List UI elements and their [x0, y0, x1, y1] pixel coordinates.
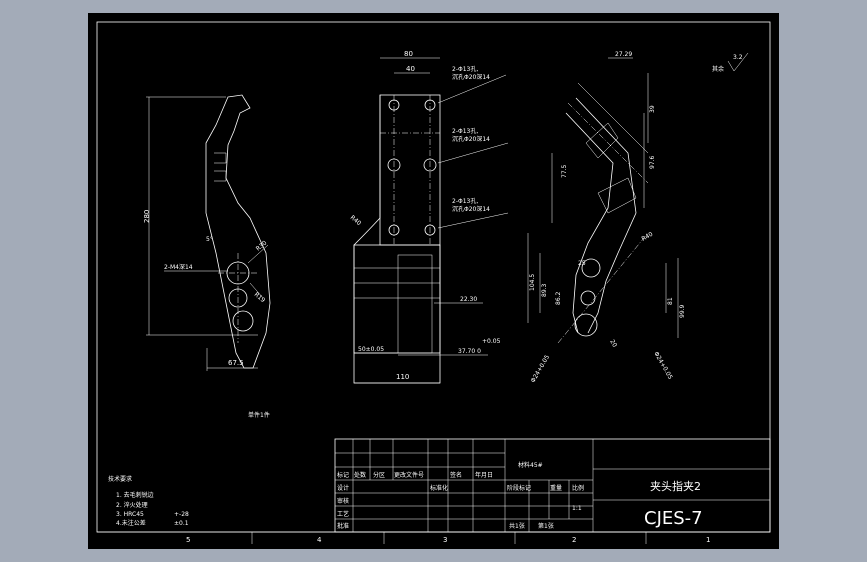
zone-markers: 5 4 3 2 1 [186, 532, 710, 544]
zone-4: 4 [317, 536, 322, 544]
surface-note: 其余 [712, 65, 724, 73]
dim-phi24-right: Φ24+0.05 [652, 351, 674, 381]
notes-heading: 技术要求 [108, 475, 132, 483]
hole-note-2a: 2-Φ13孔, [452, 127, 478, 135]
cad-viewport[interactable]: 5 4 3 2 1 280 67.5 2-M4深14 R30 R19 5° 单件… [88, 13, 779, 549]
dim-radius-19: R19 [253, 291, 267, 304]
dim-r40-detail: R40 [641, 231, 655, 243]
note-3-extra: +-28 [174, 511, 189, 518]
material-cell: 材料45# [518, 461, 543, 469]
detail-view: 27.29 39 97.6 77.5 R40 104.5 89.3 86.2 8… [527, 51, 749, 384]
dim-50-tol: 50±0.05 [358, 346, 384, 353]
dim-89-3: 89.3 [541, 283, 548, 297]
row-label-approve: 批准 [337, 522, 349, 530]
stage-label: 阶段标记 [507, 484, 531, 492]
row-label-review: 审核 [337, 497, 349, 505]
dim-110: 110 [396, 373, 409, 381]
header-signature: 签名 [450, 471, 462, 479]
std-label: 标准化 [430, 484, 448, 492]
angle-note: 5° [206, 236, 213, 243]
hole-note-1a: 2-Φ13孔, [452, 65, 478, 73]
dim-104-5: 104.5 [529, 274, 536, 291]
dim-tol-005: +0.05 [482, 338, 501, 345]
dim-39: 39 [649, 105, 656, 113]
dim-27-29: 27.29 [615, 51, 632, 58]
dim-80: 80 [404, 50, 413, 58]
dim-99-9: 99.9 [679, 304, 686, 318]
technical-notes: 技术要求 1. 去毛刺锐边 2. 淬火处理 3. HRC45 +-28 4.未注… [108, 475, 189, 527]
side-view-caption: 单件1件 [248, 411, 270, 419]
zone-2: 2 [572, 536, 576, 544]
dim-phi24-left: Φ24+0.05 [530, 354, 552, 384]
sheet-total: 共1张 [509, 522, 525, 530]
weight-label: 重量 [550, 484, 562, 492]
dim-22-30: 22.30 [460, 296, 477, 303]
header-zone: 分区 [373, 471, 385, 479]
dim-height-280: 280 [143, 210, 151, 223]
header-count: 处数 [354, 471, 366, 479]
scale-value: 1:1 [572, 505, 582, 512]
dim-81: 81 [667, 297, 674, 305]
scale-label: 比例 [572, 484, 584, 492]
note-2: 2. 淬火处理 [116, 501, 148, 509]
row-label-design: 设计 [337, 484, 349, 492]
dim-40: 40 [406, 65, 415, 73]
title-block: 标记 处数 分区 更改文件号 签名 年月日 设计 标准化 审核 工艺 批准 材料… [334, 438, 771, 533]
zone-3: 3 [443, 536, 447, 544]
drawing-number: CJES-7 [644, 508, 703, 529]
hole-note-3b: 沉孔Φ20深14 [452, 205, 490, 213]
part-name: 夹头指夹2 [650, 479, 701, 493]
header-change-no: 更改文件号 [394, 471, 424, 479]
row-label-process: 工艺 [337, 510, 349, 518]
note-3: 3. HRC45 [116, 511, 144, 518]
dim-width-67-5: 67.5 [228, 359, 244, 367]
note-4-extra: ±0.1 [174, 520, 189, 527]
zone-5: 5 [186, 536, 190, 544]
front-view: 80 40 2-Φ13孔, 沉孔Φ20深14 2-Φ13孔, 沉孔Φ20深14 … [349, 50, 509, 384]
technical-drawing: 5 4 3 2 1 280 67.5 2-M4深14 R30 R19 5° 单件… [96, 21, 771, 544]
side-view: 280 67.5 2-M4深14 R30 R19 5° 单件1件 [143, 94, 271, 419]
dim-20: 20 [608, 339, 618, 349]
drawing-border [96, 21, 771, 533]
hole-note-1b: 沉孔Φ20深14 [452, 73, 490, 81]
header-date: 年月日 [475, 471, 493, 479]
zone-1: 1 [706, 536, 710, 544]
surface-mark: 3.2 [733, 54, 743, 61]
surface-finish-symbol [727, 52, 749, 72]
note-4: 4.未注公差 [116, 519, 146, 527]
thread-note: 2-M4深14 [164, 263, 193, 271]
dim-77-5: 77.5 [561, 164, 568, 178]
hole-note-2b: 沉孔Φ20深14 [452, 135, 490, 143]
dim-25: 25 [578, 260, 586, 267]
dim-86-2: 86.2 [555, 291, 562, 305]
dim-r40-front: R40 [349, 214, 363, 227]
sheet-no: 第1张 [538, 522, 554, 530]
dim-97-6: 97.6 [649, 155, 656, 169]
dim-37-70: 37.70 0 [458, 348, 481, 355]
hole-note-3a: 2-Φ13孔, [452, 197, 478, 205]
row-label-mark: 标记 [337, 471, 349, 479]
note-1: 1. 去毛刺锐边 [116, 491, 154, 499]
